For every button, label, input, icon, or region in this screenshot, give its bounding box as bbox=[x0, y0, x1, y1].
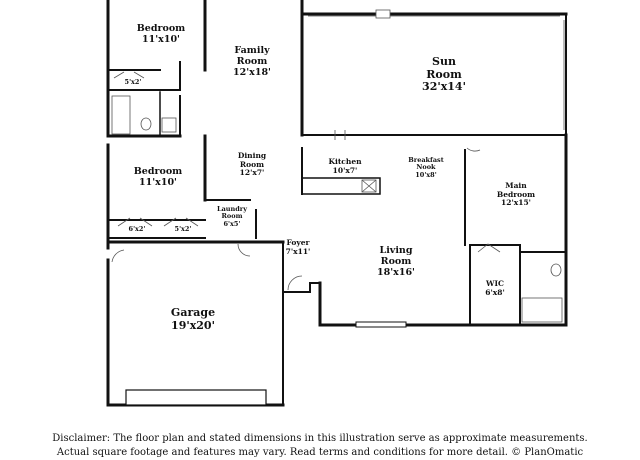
room-label-wic: WIC 6'x8' bbox=[485, 279, 505, 297]
room-label-family-room: Family Room 12'x18' bbox=[233, 45, 271, 79]
door-swing bbox=[111, 249, 125, 263]
room-label-garage: Garage 19'x20' bbox=[170, 306, 216, 332]
window bbox=[355, 321, 407, 328]
room-label-sun-room: Sun Room 32'x14' bbox=[422, 55, 466, 94]
room-dimensions: 11'x10' bbox=[139, 176, 177, 188]
floor-plan-drawing bbox=[106, 0, 568, 407]
room-label-laundry-room: Laundry Room 6'x5' bbox=[217, 205, 247, 228]
room-name: Laundry bbox=[217, 205, 247, 213]
room-dimensions: 6'x2' bbox=[128, 225, 146, 233]
room-dimensions: 19'x20' bbox=[171, 318, 215, 332]
door bbox=[334, 130, 346, 140]
closet-door bbox=[163, 217, 199, 227]
walls bbox=[106, 0, 568, 407]
room-name: Dining bbox=[237, 151, 267, 160]
closet-door bbox=[477, 243, 501, 253]
room-dimensions: 12'x15' bbox=[501, 198, 531, 208]
room-dimensions: 10'x8' bbox=[415, 170, 437, 179]
room-name: Room bbox=[380, 255, 412, 267]
bathtub bbox=[521, 297, 563, 323]
room-dimensions: 5'x2' bbox=[174, 225, 192, 233]
door-swing bbox=[237, 243, 251, 257]
room-name: Garage bbox=[170, 306, 216, 319]
disclaimer: Disclaimer: The floor plan and stated di… bbox=[0, 432, 640, 460]
room-name: Family bbox=[234, 45, 270, 56]
toilet bbox=[140, 117, 152, 131]
room-label-bedroom-mid: Bedroom 11'x10' bbox=[133, 166, 183, 189]
room-name: Room bbox=[239, 159, 265, 169]
room-name: Bedroom bbox=[133, 166, 183, 177]
room-dimensions: 6'x5' bbox=[223, 219, 241, 228]
room-label-foyer: Foyer 7'x11' bbox=[285, 238, 311, 256]
garage-door bbox=[125, 389, 267, 406]
room-name: Room bbox=[236, 55, 268, 67]
room-label-bedroom-top: Bedroom 11'x10' bbox=[136, 23, 186, 46]
room-dimensions: 11'x10' bbox=[142, 33, 180, 45]
room-name: Room bbox=[221, 212, 243, 221]
stove bbox=[361, 179, 377, 193]
bathtub bbox=[111, 95, 131, 135]
room-name: WIC bbox=[486, 279, 504, 288]
room-dimensions: 18'x16' bbox=[377, 266, 415, 278]
disclaimer-line-1: Disclaimer: The floor plan and stated di… bbox=[52, 433, 588, 444]
room-label-breakfast-nook: Breakfast Nook 10'x8' bbox=[408, 156, 444, 179]
room-dimensions: 7'x11' bbox=[285, 246, 311, 256]
room-dimensions: 12'x7' bbox=[239, 168, 265, 178]
toilet bbox=[550, 263, 562, 277]
room-label-main-bedroom: Main Bedroom 12'x15' bbox=[496, 181, 536, 208]
sink bbox=[161, 117, 177, 133]
room-name: Sun bbox=[432, 55, 456, 68]
room-label-kitchen: Kitchen 10'x7' bbox=[328, 157, 362, 175]
room-name: Nook bbox=[416, 163, 436, 172]
closet-door bbox=[113, 71, 145, 79]
room-label-closet-right: 5'x2' bbox=[174, 225, 192, 233]
room-name: Living bbox=[379, 245, 413, 256]
disclaimer-line-2: Actual square footage and features may v… bbox=[56, 447, 584, 458]
closet-door bbox=[117, 217, 153, 227]
room-dimensions: 6'x8' bbox=[485, 287, 505, 297]
room-name: Room bbox=[426, 67, 462, 81]
door-swing bbox=[466, 147, 481, 152]
room-label-closet-left: 6'x2' bbox=[128, 225, 146, 233]
room-label-living-room: Living Room 18'x16' bbox=[377, 245, 415, 279]
room-dimensions: 12'x18' bbox=[233, 66, 271, 78]
floor-plan: Bedroom 11'x10' Family Room 12'x18' Sun … bbox=[106, 0, 568, 407]
door-swing bbox=[287, 275, 303, 291]
room-dimensions: 10'x7' bbox=[332, 165, 358, 175]
room-name: Kitchen bbox=[328, 157, 362, 166]
door bbox=[375, 9, 391, 19]
room-dimensions: 5'x2' bbox=[124, 78, 142, 86]
room-name: Bedroom bbox=[496, 189, 536, 199]
fixtures bbox=[111, 9, 565, 323]
room-name: Breakfast bbox=[408, 156, 444, 164]
room-dimensions: 32'x14' bbox=[422, 80, 466, 94]
room-name: Bedroom bbox=[136, 23, 186, 34]
room-label-dining-room: Dining Room 12'x7' bbox=[237, 151, 267, 178]
room-name: Foyer bbox=[286, 238, 310, 247]
room-name: Main bbox=[505, 181, 527, 190]
room-label-closet-top: 5'x2' bbox=[124, 78, 142, 86]
stove bbox=[361, 179, 377, 193]
